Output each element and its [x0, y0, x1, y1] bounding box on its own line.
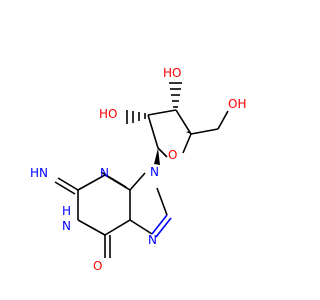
label-n9: N [150, 165, 159, 179]
bond-c2-nh [57, 177, 79, 191]
label-ring-o: O [168, 148, 177, 162]
hashed-bond-c3-oh [169, 82, 182, 108]
wedge-c1-n9 [154, 148, 160, 165]
bond-n7-c8-double [155, 217, 172, 238]
bond-o-c1 [157, 147, 168, 158]
bond-n1-c6 [77, 219, 106, 236]
bond-c4-o [182, 133, 192, 154]
hashed-bond-c2-oh [126, 110, 146, 124]
bond-n9-c4 [129, 172, 146, 191]
bond-c1-c2 [147, 114, 159, 149]
bond-c5-n7 [129, 219, 153, 235]
wedge-c4 [186, 131, 191, 134]
label-ho-top: HO [163, 66, 181, 80]
bond-n3-c2 [77, 174, 106, 191]
bond-c5-o5 [217, 110, 229, 130]
label-n3: N [100, 166, 109, 180]
bond-n7-c8 [151, 214, 168, 235]
bond-c3-c4 [175, 109, 192, 135]
bond-c8-n9 [156, 187, 168, 216]
label-n1: N [62, 219, 71, 233]
label-oh-right: OH [228, 97, 246, 111]
label-ho-left: HO [99, 107, 117, 121]
label-carbonyl-o: O [93, 259, 102, 273]
bond-c6-c5 [104, 219, 131, 236]
bond-c4-c5 [190, 128, 219, 135]
label-imine-hn: HN [30, 166, 48, 180]
molecule-diagram: HN N N H N N O HO HO O OH [30, 66, 246, 273]
bond-c2-c3 [147, 109, 177, 116]
label-n1-h: H [62, 204, 71, 218]
label-n7: N [148, 233, 157, 247]
bond-c2-nh-double [54, 181, 76, 195]
bond-c4-n3-double [100, 171, 127, 188]
